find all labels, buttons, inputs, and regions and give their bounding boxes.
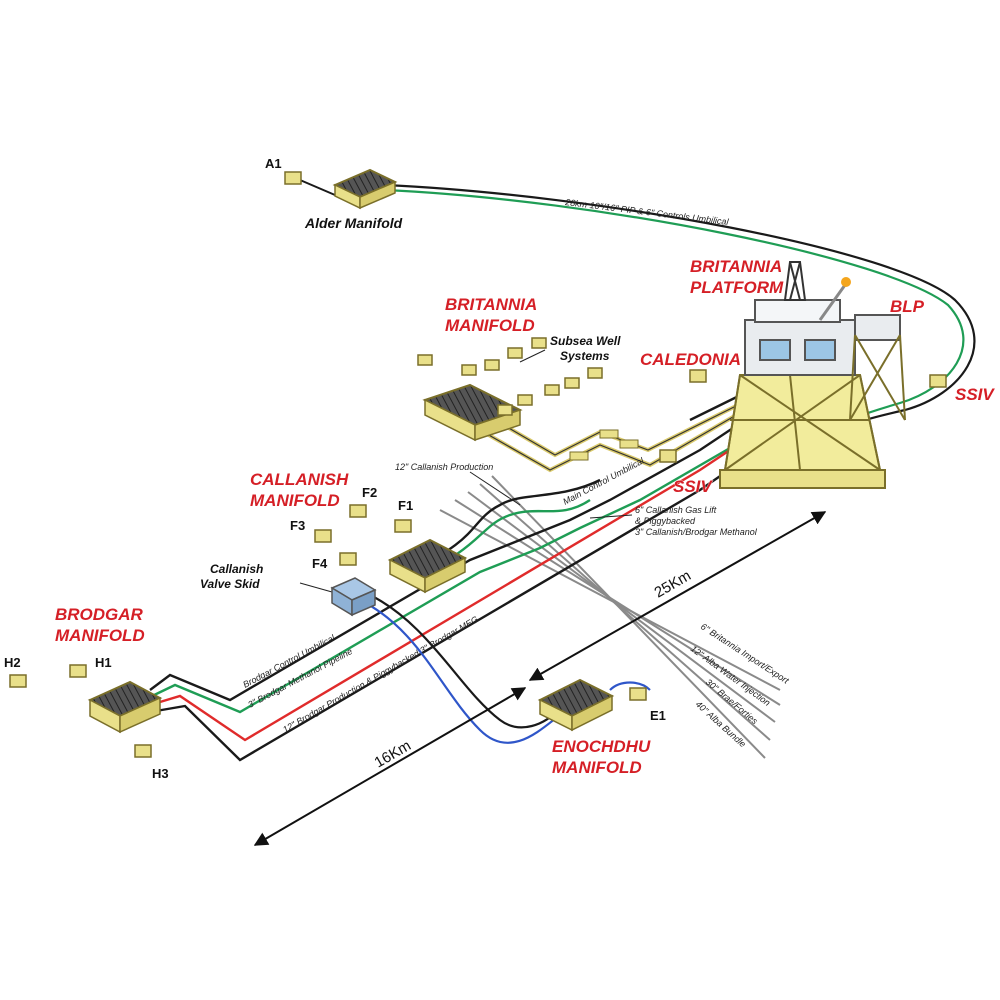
britannia-manifold-label: BRITANNIA MANIFOLD bbox=[445, 295, 541, 335]
alder-pip-label: 28km 10"/16" PIP & 6" Controls Umbilical bbox=[564, 197, 730, 227]
brodgar-manifold-line2: MANIFOLD bbox=[55, 626, 145, 645]
callanish-manifold-label: CALLANISH MANIFOLD bbox=[250, 470, 353, 510]
enochdhu-manifold bbox=[537, 678, 615, 732]
valve-skid-label: Callanish Valve Skid bbox=[200, 562, 267, 591]
gas-lift-label: 6" Callanish Gas Lift & Piggybacked 3" C… bbox=[635, 505, 758, 537]
caledonia-label: CALEDONIA bbox=[640, 350, 741, 369]
valve-skid-line2: Valve Skid bbox=[200, 577, 260, 591]
britannia-platform-line2: PLATFORM bbox=[690, 278, 784, 297]
well-h1-label: H1 bbox=[95, 655, 112, 670]
callanish-production-label: 12" Callanish Production bbox=[395, 462, 493, 472]
subsea-wells-line1: Subsea Well bbox=[550, 334, 621, 348]
existing-pipelines bbox=[439, 475, 781, 759]
alder-pipeline bbox=[384, 183, 976, 437]
brodgar-manifold-label: BRODGAR MANIFOLD bbox=[55, 605, 148, 645]
enochdhu-manifold-label: ENOCHDHU MANIFOLD bbox=[552, 737, 655, 777]
britannia-manifold-line2: MANIFOLD bbox=[445, 316, 535, 335]
distance-25km-label: 25Km bbox=[652, 567, 694, 601]
gas-lift-line3: 3" Callanish/Brodgar Methanol bbox=[635, 527, 758, 537]
well-f2-label: F2 bbox=[362, 485, 377, 500]
enochdhu-manifold-line1: ENOCHDHU bbox=[552, 737, 651, 756]
well-h3-label: H3 bbox=[152, 766, 169, 781]
well-e1-label: E1 bbox=[650, 708, 666, 723]
distance-16km-label: 16Km bbox=[372, 737, 414, 771]
gas-lift-line2: & Piggybacked bbox=[635, 516, 696, 526]
britannia-platform bbox=[719, 261, 906, 489]
brodgar-manifold bbox=[87, 680, 163, 734]
callanish-manifold-line1: CALLANISH bbox=[250, 470, 349, 489]
ssiv-center-label: SSIV bbox=[673, 477, 713, 496]
subsea-wells-line2: Systems bbox=[560, 349, 610, 363]
brodgar-manifold-line1: BRODGAR bbox=[55, 605, 144, 624]
blp-label: BLP bbox=[890, 297, 925, 316]
well-f3-label: F3 bbox=[290, 518, 305, 533]
callanish-manifold bbox=[387, 538, 468, 594]
britannia-platform-label: BRITANNIA PLATFORM bbox=[690, 257, 786, 297]
britannia-platform-line1: BRITANNIA bbox=[690, 257, 782, 276]
main-umbilical-label: Main Control Umbilical bbox=[561, 455, 646, 507]
alder-manifold-label: Alder Manifold bbox=[304, 215, 403, 231]
enochdhu-manifold-line2: MANIFOLD bbox=[552, 758, 642, 777]
well-f1-label: F1 bbox=[398, 498, 413, 513]
distance-arrows bbox=[253, 511, 827, 846]
alder-manifold bbox=[332, 168, 398, 210]
gas-lift-line1: 6" Callanish Gas Lift bbox=[635, 505, 717, 515]
callanish-valve-skid bbox=[330, 577, 377, 617]
well-h2-label: H2 bbox=[4, 655, 21, 670]
wellheads bbox=[9, 171, 947, 758]
enochdhu-lines bbox=[359, 594, 651, 744]
leader-lines bbox=[299, 349, 633, 593]
callanish-manifold-line2: MANIFOLD bbox=[250, 491, 340, 510]
britannia-manifold bbox=[422, 383, 523, 442]
ssiv-right-label: SSIV bbox=[955, 385, 995, 404]
valve-skid-line1: Callanish bbox=[210, 562, 263, 576]
well-f4-label: F4 bbox=[312, 556, 328, 571]
well-a1-label: A1 bbox=[265, 156, 282, 171]
britannia-manifold-line1: BRITANNIA bbox=[445, 295, 537, 314]
mid-lines-template-stubs bbox=[569, 429, 639, 461]
subsea-wells-label: Subsea Well Systems bbox=[550, 334, 624, 363]
alder-jumper bbox=[299, 179, 336, 196]
